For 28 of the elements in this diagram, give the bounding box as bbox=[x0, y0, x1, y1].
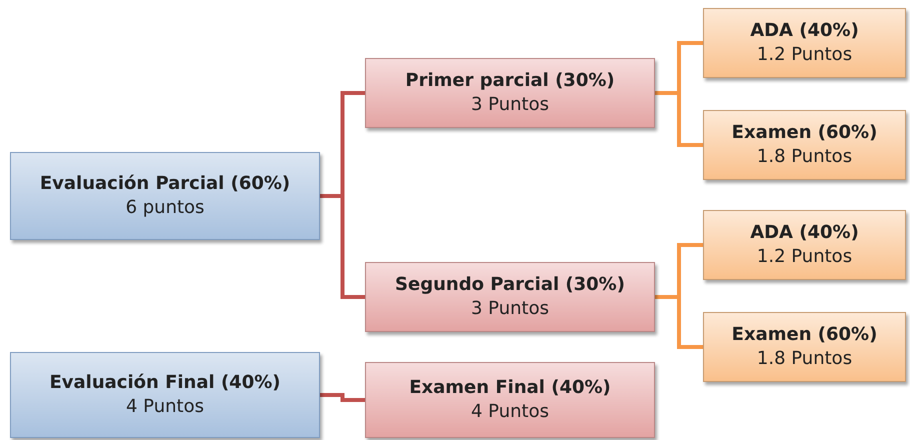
grade-box bbox=[703, 210, 906, 280]
grade-box bbox=[365, 58, 655, 128]
points-text: 6 puntos bbox=[126, 196, 204, 220]
box-title: Evaluación Parcial (60%) bbox=[40, 172, 290, 196]
points-text: 1.2 Puntos bbox=[756, 245, 852, 269]
box-title: Examen Final (40%) bbox=[409, 376, 611, 400]
box-title: ADA (40%) bbox=[750, 18, 859, 43]
points-text: 1.8 Puntos bbox=[756, 347, 852, 371]
box-title: Examen (60%) bbox=[732, 322, 878, 347]
box-title: Examen (60%) bbox=[732, 120, 878, 145]
points-text: 3 Puntos bbox=[471, 297, 549, 321]
points-text: 4 Puntos bbox=[471, 400, 549, 424]
connector-line bbox=[320, 393, 365, 402]
points-text: 1.8 Puntos bbox=[756, 145, 852, 169]
box-title: Segundo Parcial (30%) bbox=[395, 272, 625, 297]
grade-box bbox=[365, 262, 655, 332]
box-title: Primer parcial (30%) bbox=[405, 68, 615, 93]
grade-box bbox=[10, 152, 320, 240]
grade-box bbox=[10, 352, 320, 438]
grade-box bbox=[703, 8, 906, 78]
points-text: 4 Puntos bbox=[126, 395, 204, 419]
grade-box bbox=[365, 362, 655, 438]
box-title: Evaluación Final (40%) bbox=[50, 370, 280, 395]
grade-box bbox=[703, 110, 906, 180]
points-text: 3 Puntos bbox=[471, 93, 549, 117]
box-title: ADA (40%) bbox=[750, 220, 859, 245]
grade-box bbox=[703, 312, 906, 382]
points-text: 1.2 Puntos bbox=[756, 43, 852, 67]
